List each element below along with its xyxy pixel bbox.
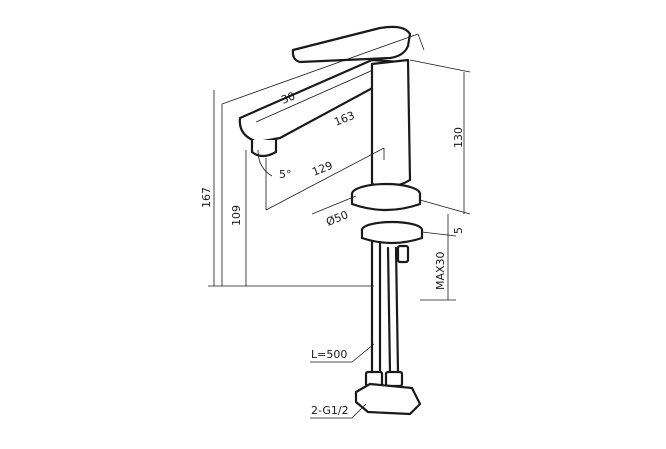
faucet-outline xyxy=(238,25,424,416)
hose-connector xyxy=(354,382,422,416)
label-total-height: 167 xyxy=(200,187,213,208)
dimension-lines xyxy=(208,33,471,419)
label-spout-width: 30 xyxy=(279,89,297,106)
aerator xyxy=(250,138,278,158)
label-spout-height: 109 xyxy=(230,205,243,226)
label-max-countertop: MAX30 xyxy=(434,251,447,290)
label-spout-angle: 5° xyxy=(279,168,292,181)
label-plate-thickness: 5 xyxy=(452,227,465,234)
label-hose-length: L=500 xyxy=(311,348,347,361)
handle-lever xyxy=(291,25,412,64)
mounting-stud xyxy=(396,244,410,264)
label-thread: 2-G1/2 xyxy=(311,404,349,417)
label-body-height: 130 xyxy=(452,127,465,148)
faucet-body xyxy=(370,58,412,188)
label-base-diameter: Ø50 xyxy=(324,208,350,229)
label-spout-length: 163 xyxy=(332,109,356,129)
supply-hose-right xyxy=(386,246,392,374)
dimension-labels: 30 163 129 5° Ø50 130 109 167 5 MAX30 L=… xyxy=(200,89,465,417)
